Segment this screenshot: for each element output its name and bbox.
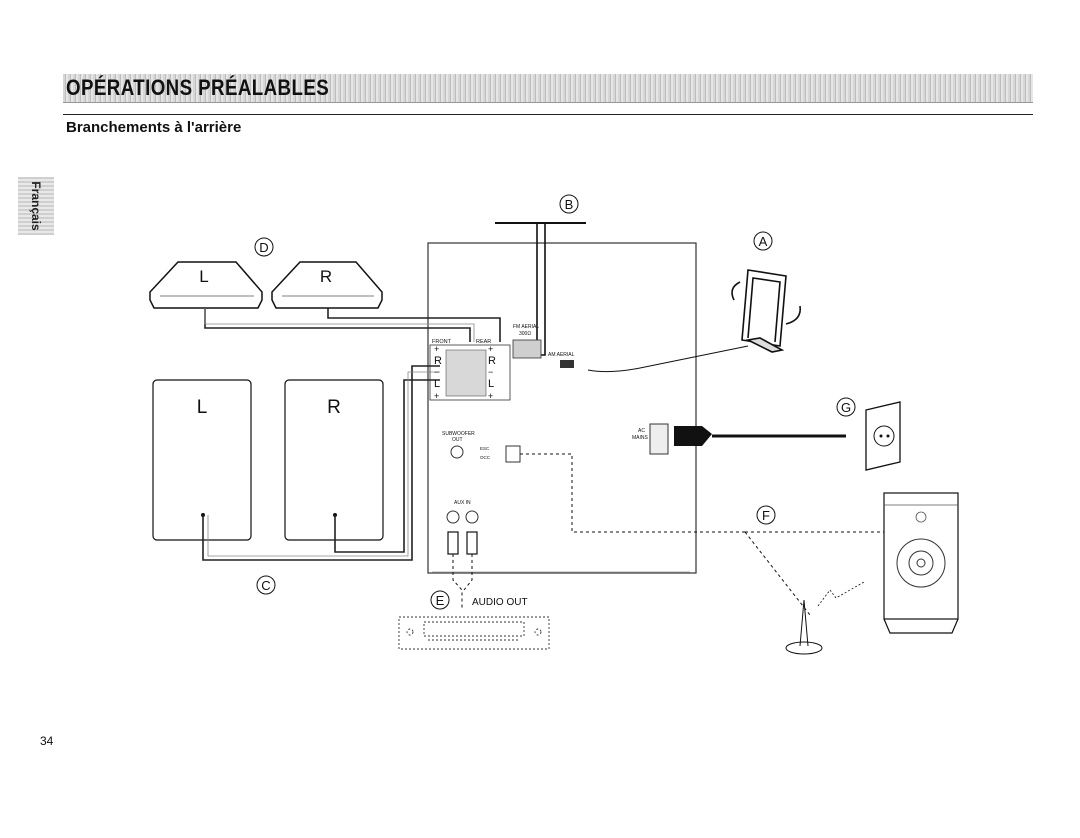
am-loop-antenna [587, 269, 802, 373]
svg-text:R: R [488, 355, 496, 367]
subwoofer-speaker [883, 492, 959, 634]
callout-e-label: E [436, 593, 445, 608]
front-terminal-label: FRONT [432, 339, 452, 345]
front-speaker-left-label: L [197, 397, 208, 418]
callout-g-label: G [841, 400, 851, 415]
wireless-transmitter [744, 531, 865, 655]
svg-text:AM AERIAL: AM AERIAL [548, 352, 575, 358]
svg-text:OCC: OCC [480, 455, 491, 460]
callout-f-label: F [762, 508, 770, 523]
callout-e [430, 590, 450, 610]
rear-speaker-left-label: L [199, 267, 208, 286]
svg-text:AC: AC [638, 428, 645, 434]
fm-aerial-terminal: FM AERIAL 300Ω [512, 324, 542, 359]
svg-text:OUT: OUT [452, 437, 463, 443]
callout-a [753, 231, 773, 251]
callout-d [254, 237, 274, 257]
callout-b [559, 194, 579, 214]
terminal-r-label: R [434, 355, 442, 367]
speaker-cables [202, 308, 501, 561]
rear-speaker-right: R [271, 261, 383, 309]
svg-text:−: − [434, 367, 439, 377]
svg-text:MAINS: MAINS [632, 435, 649, 441]
callout-a-label: A [759, 234, 768, 249]
svg-text:+: + [488, 344, 493, 354]
audio-out-label: AUDIO OUT [472, 597, 528, 608]
terminal-l-label: L [434, 378, 440, 390]
svg-text:AUX IN: AUX IN [454, 500, 471, 506]
am-aerial-terminal: AM AERIAL [548, 352, 575, 368]
callout-d-label: D [259, 240, 268, 255]
front-speaker-left: L [152, 379, 252, 541]
svg-text:L: L [488, 378, 494, 390]
subwoofer-out-terminal: SUBWOOFER OUT ESC OCC [442, 431, 521, 463]
aux-in-terminal: AUX IN [446, 500, 479, 555]
callout-c [256, 575, 276, 595]
rear-terminal-label: REAR [476, 339, 491, 345]
svg-text:+: + [434, 344, 439, 354]
rear-speaker-right-label: R [320, 267, 332, 286]
page-number: 34 [40, 734, 54, 748]
svg-text:+: + [434, 391, 439, 401]
language-tab [18, 177, 54, 235]
rear-speaker-left: L [149, 261, 263, 309]
svg-text:FM AERIAL: FM AERIAL [513, 324, 539, 330]
section-subtitle: Branchements à l'arrière [66, 119, 242, 136]
front-speaker-right: R [284, 379, 384, 541]
svg-text:ESC: ESC [480, 446, 490, 451]
wall-socket [865, 401, 901, 471]
speaker-terminals: FRONT REAR + + R R − − L L + + [429, 339, 511, 401]
front-speaker-right-label: R [327, 397, 341, 418]
callout-b-label: B [565, 197, 574, 212]
callout-c-label: C [261, 578, 270, 593]
power-cord [674, 426, 846, 446]
svg-text:300Ω: 300Ω [519, 331, 531, 337]
subwoofer-signal-line [520, 453, 745, 533]
page-title: OPÉRATIONS PRÉALABLES [66, 75, 330, 100]
main-unit-rear-panel [427, 242, 697, 574]
callout-f [756, 505, 776, 525]
aux-cable [452, 554, 463, 610]
svg-text:+: + [488, 391, 493, 401]
svg-text:SUBWOOFER: SUBWOOFER [442, 431, 475, 437]
external-audio-device [398, 616, 550, 650]
callout-g [836, 397, 856, 417]
ac-mains-terminal: AC MAINS [632, 423, 669, 455]
title-band [63, 74, 1033, 103]
svg-text:−: − [488, 367, 493, 377]
title-rule [63, 114, 1033, 115]
